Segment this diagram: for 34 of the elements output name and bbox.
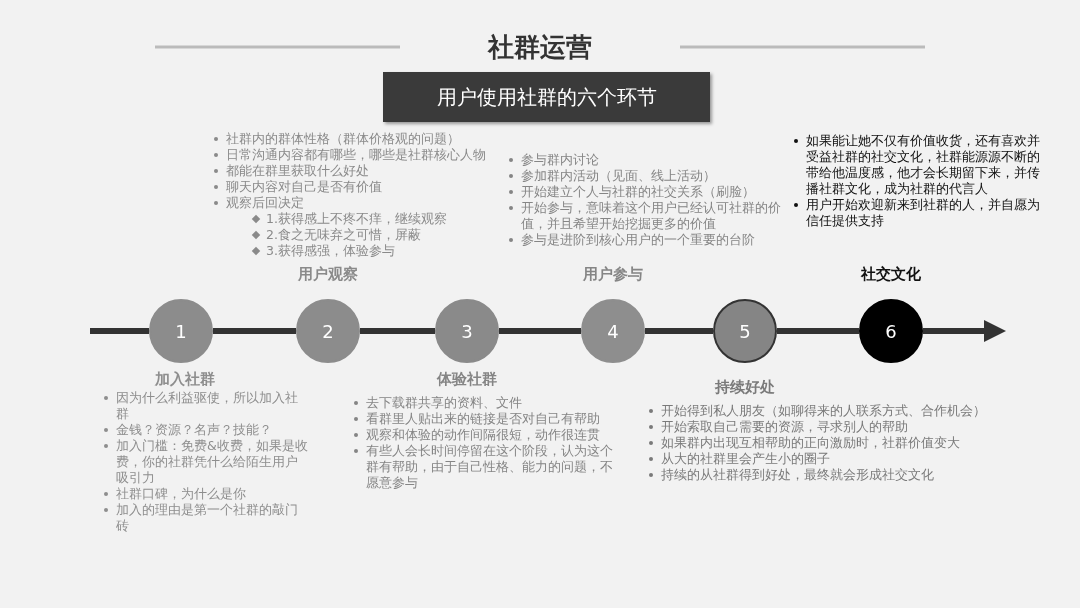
connector-line <box>360 328 435 334</box>
step-heading: 用户参与 <box>582 265 644 284</box>
bullet-text: 持续的从社群得到好处，最终就会形成社交文化 <box>645 467 1035 483</box>
connector-line <box>499 328 581 334</box>
step-heading: 用户观察 <box>297 265 359 284</box>
connector-line <box>213 328 296 334</box>
bullet-text: 因为什么利益驱使，所以加入社群 <box>100 390 310 422</box>
bullet-text: 社群口碑，为什么是你 <box>100 486 310 502</box>
connector-line <box>645 328 713 334</box>
step-heading: 社交文化 <box>860 265 922 284</box>
bullet-text: 金钱？资源？名声？技能？ <box>100 422 310 438</box>
step-circle: 2 <box>296 299 360 363</box>
step-circle: 4 <box>581 299 645 363</box>
bullet-text: 看群里人贴出来的链接是否对自己有帮助 <box>350 411 625 427</box>
page-title: 社群运营 <box>486 31 593 64</box>
step-circle: 3 <box>435 299 499 363</box>
step-heading: 体验社群 <box>435 370 498 389</box>
bullet-text: 去下载群共享的资料、文件 <box>350 395 625 411</box>
arrow <box>923 320 1006 342</box>
step-heading: 加入社群 <box>154 370 216 389</box>
bullet-text: 从大的社群里会产生小的圈子 <box>645 451 1035 467</box>
title-banner: 用户使用社群的六个环节 <box>383 72 710 122</box>
bullet-text: 观察和体验的动作间隔很短，动作很连贯 <box>350 427 625 443</box>
bullet-text: 社群内的群体性格（群体价格观的问题） <box>210 131 510 147</box>
step-circle: 6 <box>859 299 923 363</box>
step-circle: 1 <box>149 299 213 363</box>
bullet-text: 开始索取自己需要的资源，寻求别人的帮助 <box>645 419 1035 435</box>
bullet-text: 有些人会长时间停留在这个阶段，认为这个群有帮助，由于自己性格、能力的问题，不愿意参与 <box>350 443 625 491</box>
bullet-text: 加入门槛：免费&收费，如果是收费，你的社群凭什么给陌生用户吸引力 <box>100 438 310 486</box>
step-heading: 持续好处 <box>714 378 776 397</box>
step-circle: 5 <box>713 299 777 363</box>
bullet-text: 开始得到私人朋友（如聊得来的人联系方式、合作机会） <box>645 403 1035 419</box>
connector-line <box>777 328 859 334</box>
bullet-text: 如果群内出现互相帮助的正向激励时，社群价值变大 <box>645 435 1035 451</box>
